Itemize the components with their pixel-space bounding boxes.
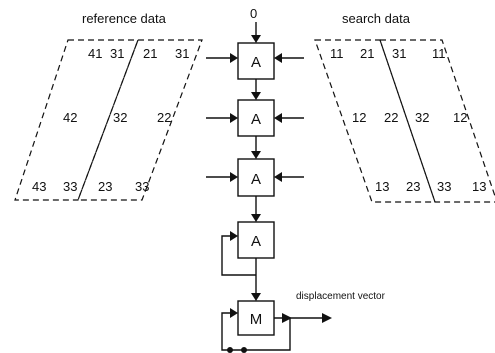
processing-element-a2 — [237, 99, 275, 137]
reference-cell: 41 — [88, 46, 102, 61]
processing-element-a4 — [237, 221, 275, 259]
search-cell: 13 — [375, 179, 389, 194]
m-feedback-loop — [221, 308, 291, 353]
minimum-block-m — [237, 300, 275, 336]
search-cell: 22 — [384, 110, 398, 125]
vertical-connectors — [251, 22, 261, 301]
search-cell: 12 — [453, 110, 467, 125]
a4-feedback-loop — [221, 231, 256, 276]
reference-cell: 22 — [157, 110, 171, 125]
search-input-arrows — [274, 53, 304, 182]
displacement-output-arrow — [274, 313, 332, 323]
reference-cell: 31 — [175, 46, 189, 61]
search-window-left — [314, 39, 436, 203]
reference-cell: 31 — [110, 46, 124, 61]
processing-element-a4-label: A — [251, 233, 261, 250]
search-cell: 12 — [352, 110, 366, 125]
search-cell: 33 — [437, 179, 451, 194]
processing-element-a3-label: A — [251, 171, 261, 188]
reference-input-arrows — [206, 53, 238, 182]
search-cell: 13 — [472, 179, 486, 194]
search-cell: 23 — [406, 179, 420, 194]
reference-cell: 32 — [113, 110, 127, 125]
reference-window-right — [77, 39, 203, 201]
reference-window-left — [14, 39, 139, 201]
reference-cell: 42 — [63, 110, 77, 125]
search-cell: 11 — [432, 46, 446, 61]
reference-data-heading: reference data — [82, 11, 167, 26]
input-zero-label: 0 — [250, 6, 257, 21]
processing-element-a1 — [237, 42, 275, 80]
search-cell: 32 — [415, 110, 429, 125]
search-cell: 21 — [360, 46, 374, 61]
reference-cell: 33 — [135, 179, 149, 194]
displacement-vector-label: displacement vector — [296, 291, 386, 302]
processing-element-a3 — [237, 158, 275, 197]
processing-element-a2-label: A — [251, 111, 261, 128]
search-cell: 11 — [330, 46, 344, 61]
reference-cell: 43 — [32, 179, 46, 194]
search-window-right — [379, 39, 495, 203]
reference-cell: 21 — [143, 46, 157, 61]
minimum-block-m-label: M — [250, 311, 263, 328]
reference-cell: 23 — [98, 179, 112, 194]
search-data-heading: search data — [342, 11, 411, 26]
processing-element-a1-label: A — [251, 54, 261, 71]
reference-cell: 33 — [63, 179, 77, 194]
search-cell: 31 — [392, 46, 406, 61]
